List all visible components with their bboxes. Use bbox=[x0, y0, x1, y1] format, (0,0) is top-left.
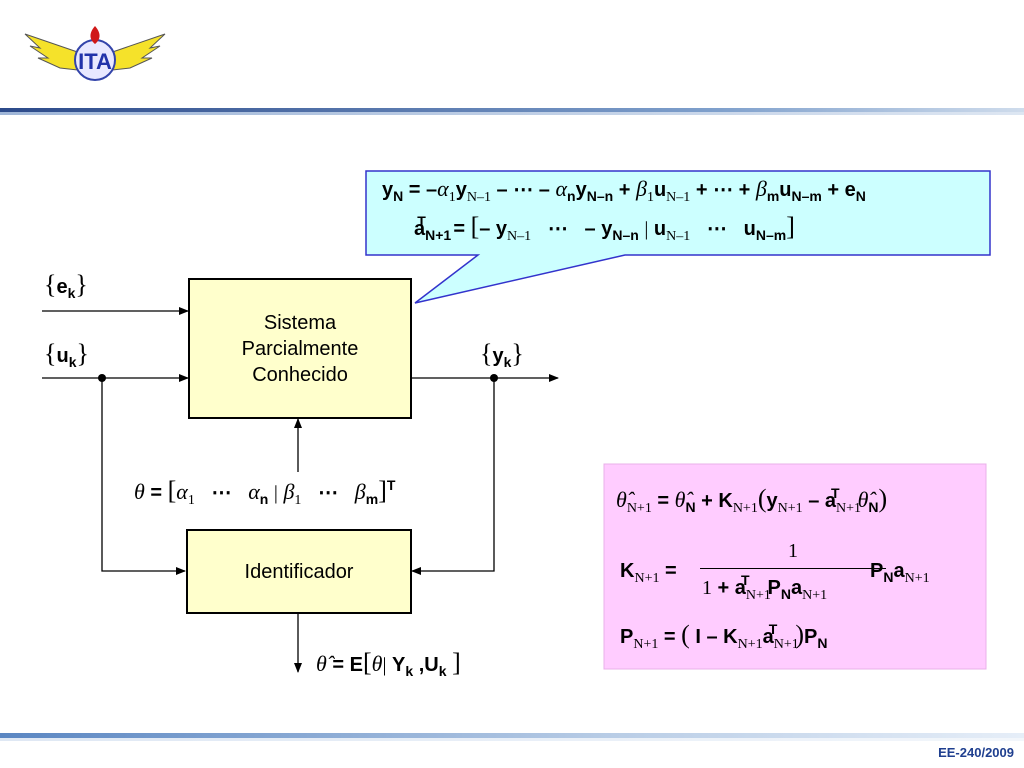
uk-var: u bbox=[56, 345, 69, 367]
course-code: EE-240/2009 bbox=[938, 745, 1014, 760]
ek-var: e bbox=[56, 276, 68, 298]
parameter-vector: θ = [α1 ⋯ αn | β1 ⋯ βm]T bbox=[134, 476, 396, 508]
uk-branch bbox=[101, 378, 186, 575]
regressor-vector: aN+1T = [– yN–1 ⋯ – yN–n | uN–1 ⋯ uN–m] bbox=[414, 212, 795, 244]
top-band bbox=[0, 108, 1024, 112]
speech-callout bbox=[365, 170, 991, 304]
covariance-update-equation: PN+1 = ( I – KN+1aN+1T)PN bbox=[620, 620, 828, 652]
bottom-band-light bbox=[0, 738, 1024, 741]
identifier-label: Identificador bbox=[244, 560, 354, 583]
system-block: Sistema Parcialmente Conhecido bbox=[188, 278, 412, 419]
ek-sub: k bbox=[67, 285, 76, 301]
identifier-block: Identificador bbox=[186, 529, 412, 614]
equations-panel bbox=[603, 463, 987, 670]
ita-logo: ITA bbox=[24, 26, 166, 81]
bottom-band bbox=[0, 733, 1024, 738]
conditional-estimate: θ̂ = E[θ| Yk ,Uk ] bbox=[316, 648, 461, 679]
uk-sub: k bbox=[68, 354, 77, 370]
ek-label: {ek} bbox=[44, 270, 88, 301]
system-line1: Sistema bbox=[263, 311, 337, 334]
yk-var: y bbox=[492, 345, 504, 367]
regression-equation: yN = –α1yN–1 – ⋯ – αnyN–n + β1uN–1 + ⋯ +… bbox=[382, 176, 866, 205]
system-line2: Parcialmente bbox=[241, 337, 359, 360]
top-band-light bbox=[0, 112, 1024, 115]
yk-branch bbox=[411, 378, 495, 575]
gain-numerator: 1 bbox=[788, 540, 798, 562]
uk-label: {uk} bbox=[44, 339, 89, 370]
system-line3: Conhecido bbox=[252, 363, 348, 386]
logo-text: ITA bbox=[78, 49, 112, 74]
yk-sub: k bbox=[503, 354, 512, 370]
yk-label: {yk} bbox=[480, 339, 524, 370]
